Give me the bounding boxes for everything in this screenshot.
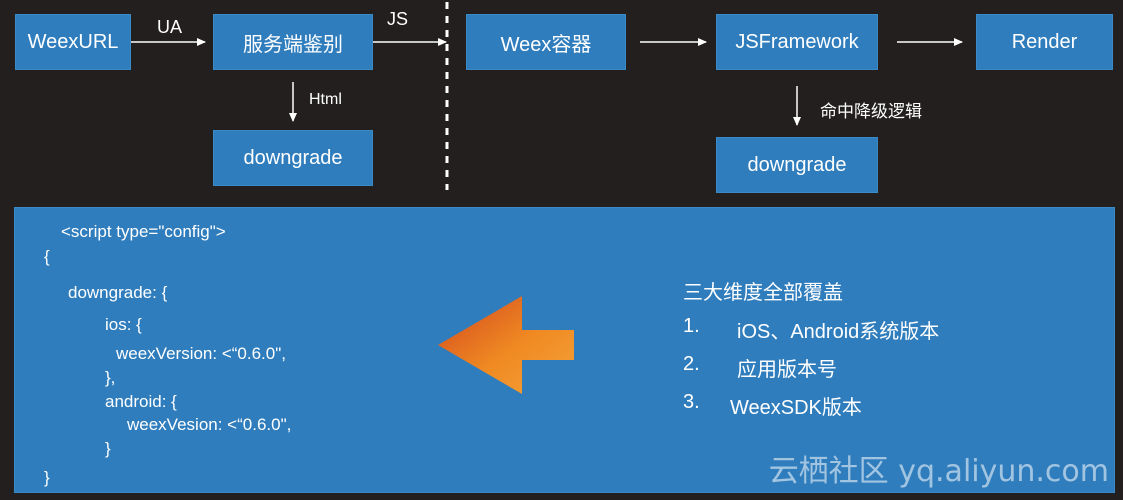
coverage-item-2-num: 2. xyxy=(683,353,700,375)
downgrade-framework-node: downgrade xyxy=(716,137,878,193)
code-line-4: ios: { xyxy=(105,315,142,334)
coverage-title: 三大维度全部覆盖 xyxy=(683,282,843,304)
render-label: Render xyxy=(1011,30,1078,53)
code-line-3: downgrade: { xyxy=(68,283,168,302)
jsframework-label: JSFramework xyxy=(735,30,859,53)
downgrade-framework-label: downgrade xyxy=(747,153,847,176)
weex-container-label: Weex容器 xyxy=(500,33,592,56)
coverage-item-3-num: 3. xyxy=(683,391,700,413)
watermark: 云栖社区 yq.aliyun.com xyxy=(768,454,1109,489)
code-line-10: } xyxy=(44,468,50,487)
coverage-item-1-text: iOS、Android系统版本 xyxy=(737,321,940,343)
edge-label-html: Html xyxy=(309,91,342,108)
jsframework-node: JSFramework xyxy=(716,14,878,70)
downgrade-server-label: downgrade xyxy=(243,146,343,169)
code-line-1: <script type="config"> xyxy=(61,222,226,241)
render-node: Render xyxy=(976,14,1113,70)
downgrade-server-node: downgrade xyxy=(213,130,373,186)
coverage-item-3-text: WeexSDK版本 xyxy=(730,397,862,419)
weexurl-label: WeexURL xyxy=(27,30,119,53)
edge-label-ua: UA xyxy=(157,17,183,37)
weex-container-node: Weex容器 xyxy=(466,14,626,70)
weexurl-node: WeexURL xyxy=(15,14,131,70)
code-line-2: { xyxy=(44,247,50,266)
code-line-5: weexVersion: <“0.6.0", xyxy=(116,344,286,363)
code-line-6: }, xyxy=(105,368,116,387)
code-line-9: } xyxy=(105,439,111,458)
coverage-item-2-text: 应用版本号 xyxy=(737,359,837,381)
server-auth-label: 服务端鉴别 xyxy=(243,33,343,56)
big-left-arrow-icon xyxy=(438,296,574,394)
code-line-7: android: { xyxy=(105,392,177,411)
code-line-8: weexVesion: <“0.6.0", xyxy=(127,415,292,434)
coverage-item-1-num: 1. xyxy=(683,315,700,337)
edge-label-hit-logic: 命中降级逻辑 xyxy=(820,102,922,121)
edge-label-js: JS xyxy=(387,9,409,29)
server-auth-node: 服务端鉴别 xyxy=(213,14,373,70)
